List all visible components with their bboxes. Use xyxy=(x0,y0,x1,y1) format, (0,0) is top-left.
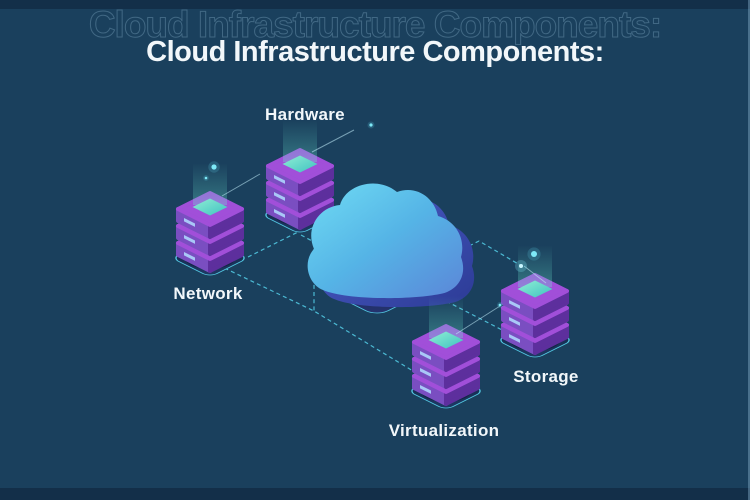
cloud-icon xyxy=(307,183,475,314)
dashed-link-network-to-hardware xyxy=(247,231,299,258)
indicator-light xyxy=(274,209,285,218)
indicator-light xyxy=(184,252,195,261)
link-end-dot xyxy=(519,264,523,268)
sparkles xyxy=(203,121,541,309)
sparkle-dot xyxy=(204,176,208,180)
dashed-link-network-to-junction-to-virtualization xyxy=(217,264,414,372)
indicator-light xyxy=(420,351,431,360)
light-beam xyxy=(523,265,547,284)
light-beam xyxy=(311,129,355,153)
page-title: Cloud Infrastructure Components: xyxy=(146,36,604,68)
node-label-storage: Storage xyxy=(513,367,579,386)
screen-top xyxy=(282,155,318,173)
indicator-light xyxy=(184,218,195,227)
indicator-light xyxy=(509,317,520,326)
screen-glow xyxy=(283,120,317,162)
light-beam xyxy=(455,305,501,335)
dashed-link-cloud-to-storage-lower xyxy=(439,297,509,334)
screen-top xyxy=(428,331,464,349)
server-icon-network xyxy=(175,163,261,276)
light-beam xyxy=(221,173,261,197)
ghost-title: Cloud Infrastructure Components: xyxy=(88,4,662,46)
sparkle-dot xyxy=(211,164,217,170)
indicator-light xyxy=(274,192,285,201)
node-label-hardware: Hardware xyxy=(265,105,345,124)
sparkle-dot xyxy=(531,251,537,257)
right-edge-strip xyxy=(748,0,750,500)
sparkle-dot xyxy=(369,123,373,127)
indicator-light xyxy=(509,334,520,343)
server-icon-virtualization xyxy=(411,296,501,409)
indicator-light xyxy=(274,175,285,184)
indicator-light xyxy=(184,235,195,244)
sparkle-dot xyxy=(498,303,502,307)
cloud-front xyxy=(307,183,464,299)
indicator-light xyxy=(509,300,520,309)
node-label-network: Network xyxy=(173,284,243,303)
screen-top xyxy=(517,280,553,298)
node-label-virtualization: Virtualization xyxy=(388,421,500,440)
indicator-light xyxy=(420,368,431,377)
server-icon-storage xyxy=(500,245,570,358)
screen-glow xyxy=(193,163,227,205)
top-edge-bar xyxy=(0,0,750,9)
screen-top xyxy=(192,198,228,216)
indicator-light xyxy=(420,385,431,394)
screen-glow xyxy=(429,296,463,338)
bottom-edge-bar xyxy=(0,488,750,500)
